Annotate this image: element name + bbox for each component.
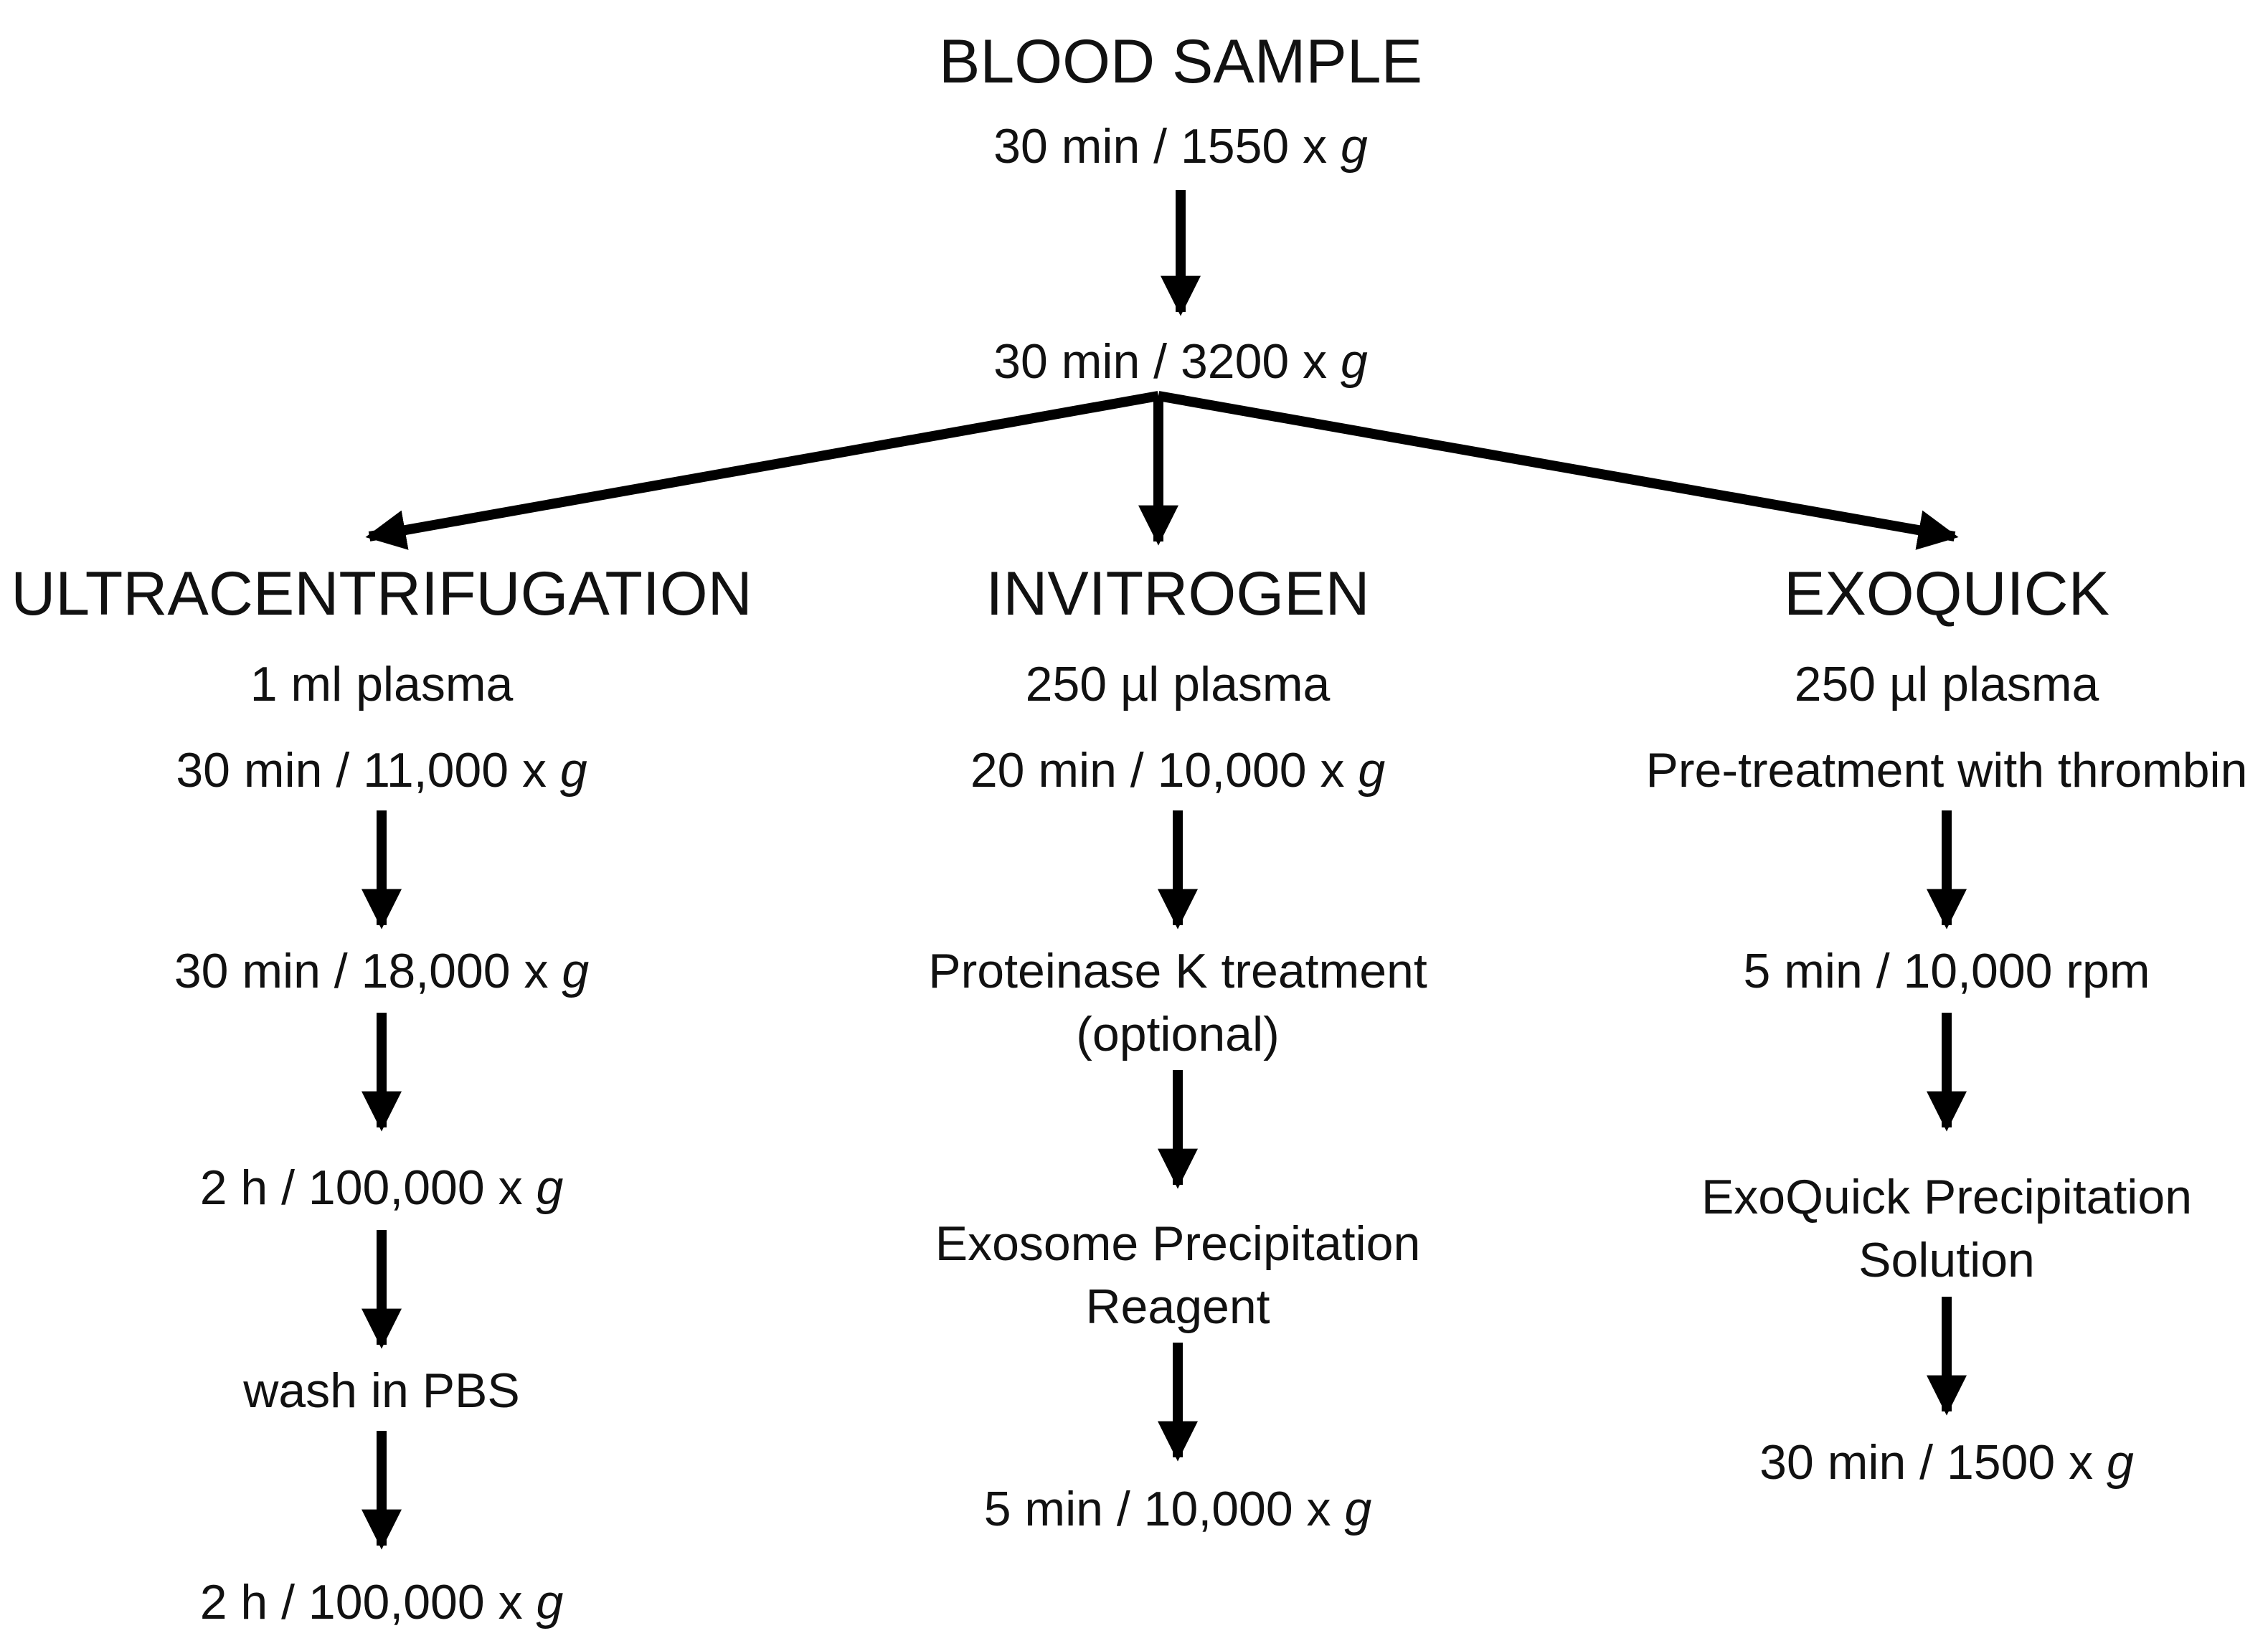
arrow-branch-ultracentrifugation	[365, 391, 1160, 550]
invitrogen-step-3: Proteinase K treatment (optional)	[928, 944, 1427, 1061]
ultra-step-6: 2 h / 100,000 x g	[199, 1575, 564, 1629]
ultra-step-5: wash in PBS	[243, 1363, 520, 1418]
exoquick-step-2: Pre-treatment with thrombin	[1645, 743, 2248, 798]
invitrogen-step-4: Exosome Precipitation Reagent	[935, 1216, 1421, 1334]
ultra-step-2: 30 min / 11,000 x g	[176, 743, 587, 798]
arrow-branch-exoquick	[1157, 391, 1959, 550]
exoquick-step-1: 250 µl plasma	[1794, 657, 2099, 711]
ultracentrifugation-title: ULTRACENTRIFUGATION	[11, 559, 752, 628]
invitrogen-step-2: 20 min / 10,000 x g	[970, 743, 1386, 798]
root-step-1: 30 min / 1550 x g	[993, 119, 1368, 174]
ultra-step-1: 1 ml plasma	[250, 657, 514, 711]
invitrogen-title: INVITROGEN	[986, 559, 1370, 628]
exoquick-step-4: ExoQuick Precipitation Solution	[1701, 1170, 2193, 1287]
ultra-step-3: 30 min / 18,000 x g	[174, 944, 590, 998]
invitrogen-step-5: 5 min / 10,000 x g	[983, 1482, 1372, 1536]
root-step-2: 30 min / 3200 x g	[993, 334, 1368, 389]
exoquick-step-5: 30 min / 1500 x g	[1759, 1435, 2134, 1490]
invitrogen-step-1: 250 µl plasma	[1025, 657, 1331, 711]
exoquick-step-3: 5 min / 10,000 rpm	[1743, 944, 2150, 998]
root-title: BLOOD SAMPLE	[939, 27, 1422, 96]
ultra-step-4: 2 h / 100,000 x g	[199, 1160, 564, 1215]
exoquick-title: EXOQUICK	[1784, 559, 2109, 628]
